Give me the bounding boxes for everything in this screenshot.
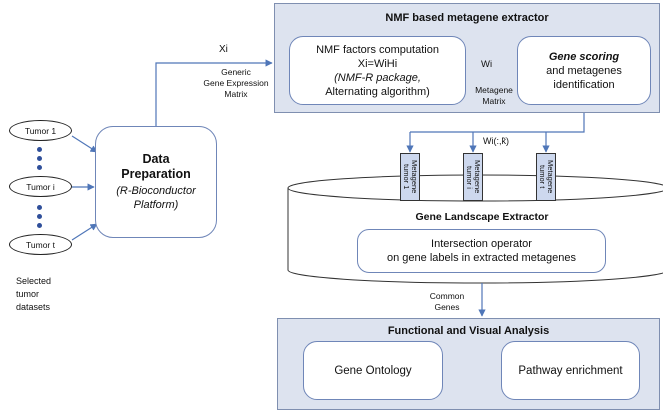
metagene-tumor-i: Metagene tumor i [463, 153, 483, 201]
data-preparation-box: Data Preparation (R-Bioconductor Platfor… [95, 126, 217, 238]
arrow-scoring-to-metagenes [410, 106, 585, 133]
metagene-tumor-1: Metagene tumor 1 [400, 153, 420, 201]
xi-label: Xi [219, 44, 228, 55]
landscape-title: Gene Landscape Extractor [415, 211, 549, 223]
tumor-t: Tumor t [9, 234, 72, 255]
gene-scoring-subtitle: and metagenes identification [546, 64, 622, 91]
arrow-prep-to-nmf [155, 59, 273, 126]
gene-scoring-title: Gene scoring [548, 50, 620, 63]
intersection-operator-box: Intersection operator on gene labels in … [357, 229, 606, 273]
ellipsis-dot [37, 214, 42, 219]
selected-datasets-label: Selected tumor datasets [16, 276, 52, 312]
nmf-factors-algorithm: Alternating algorithm) [325, 85, 430, 98]
wi-label: Wi [481, 59, 493, 70]
arrow-tumort-to-prep [71, 223, 98, 241]
data-preparation-platform: (R-Bioconductor Platform) [116, 185, 196, 211]
gene-scoring-box: Gene scoring and metagenes identificatio… [517, 36, 651, 105]
ellipsis-dot [37, 223, 42, 228]
functional-analysis-title: Functional and Visual Analysis [387, 325, 550, 337]
pathway-enrichment-box: Pathway enrichment [501, 341, 640, 400]
nmf-factors-formula: Xi=WiHi [357, 57, 398, 70]
generic-matrix-label: Generic Gene Expression Matrix [203, 67, 269, 99]
nmf-factors-line1: NMF factors computation [316, 43, 439, 56]
nmf-extractor-title: NMF based metagene extractor [385, 12, 549, 24]
nmf-factors-box: NMF factors computation Xi=WiHi (NMF-R p… [289, 36, 466, 105]
common-genes-label: Common Genes [429, 291, 465, 312]
metagene-tumor-t: Metagene tumor t [536, 153, 556, 201]
ellipsis-dot [37, 165, 42, 170]
gene-ontology-box: Gene Ontology [303, 341, 443, 400]
arrow-tumor1-to-prep [71, 135, 98, 153]
data-preparation-title: Data Preparation [121, 152, 191, 181]
wi-k-label: Wi(:,k̃) [483, 136, 509, 146]
ellipsis-dot [37, 205, 42, 210]
tumor-1: Tumor 1 [9, 120, 72, 141]
ellipsis-dot [37, 156, 42, 161]
metagene-matrix-label: Metagene Matrix [475, 85, 513, 106]
gene-ontology-label: Gene Ontology [334, 364, 412, 377]
ellipsis-dot [37, 147, 42, 152]
pathway-enrichment-label: Pathway enrichment [518, 364, 623, 377]
tumor-i: Tumor i [9, 176, 72, 197]
intersection-operator-text: Intersection operator on gene labels in … [387, 238, 576, 264]
nmf-factors-package: (NMF-R package, [334, 71, 421, 84]
